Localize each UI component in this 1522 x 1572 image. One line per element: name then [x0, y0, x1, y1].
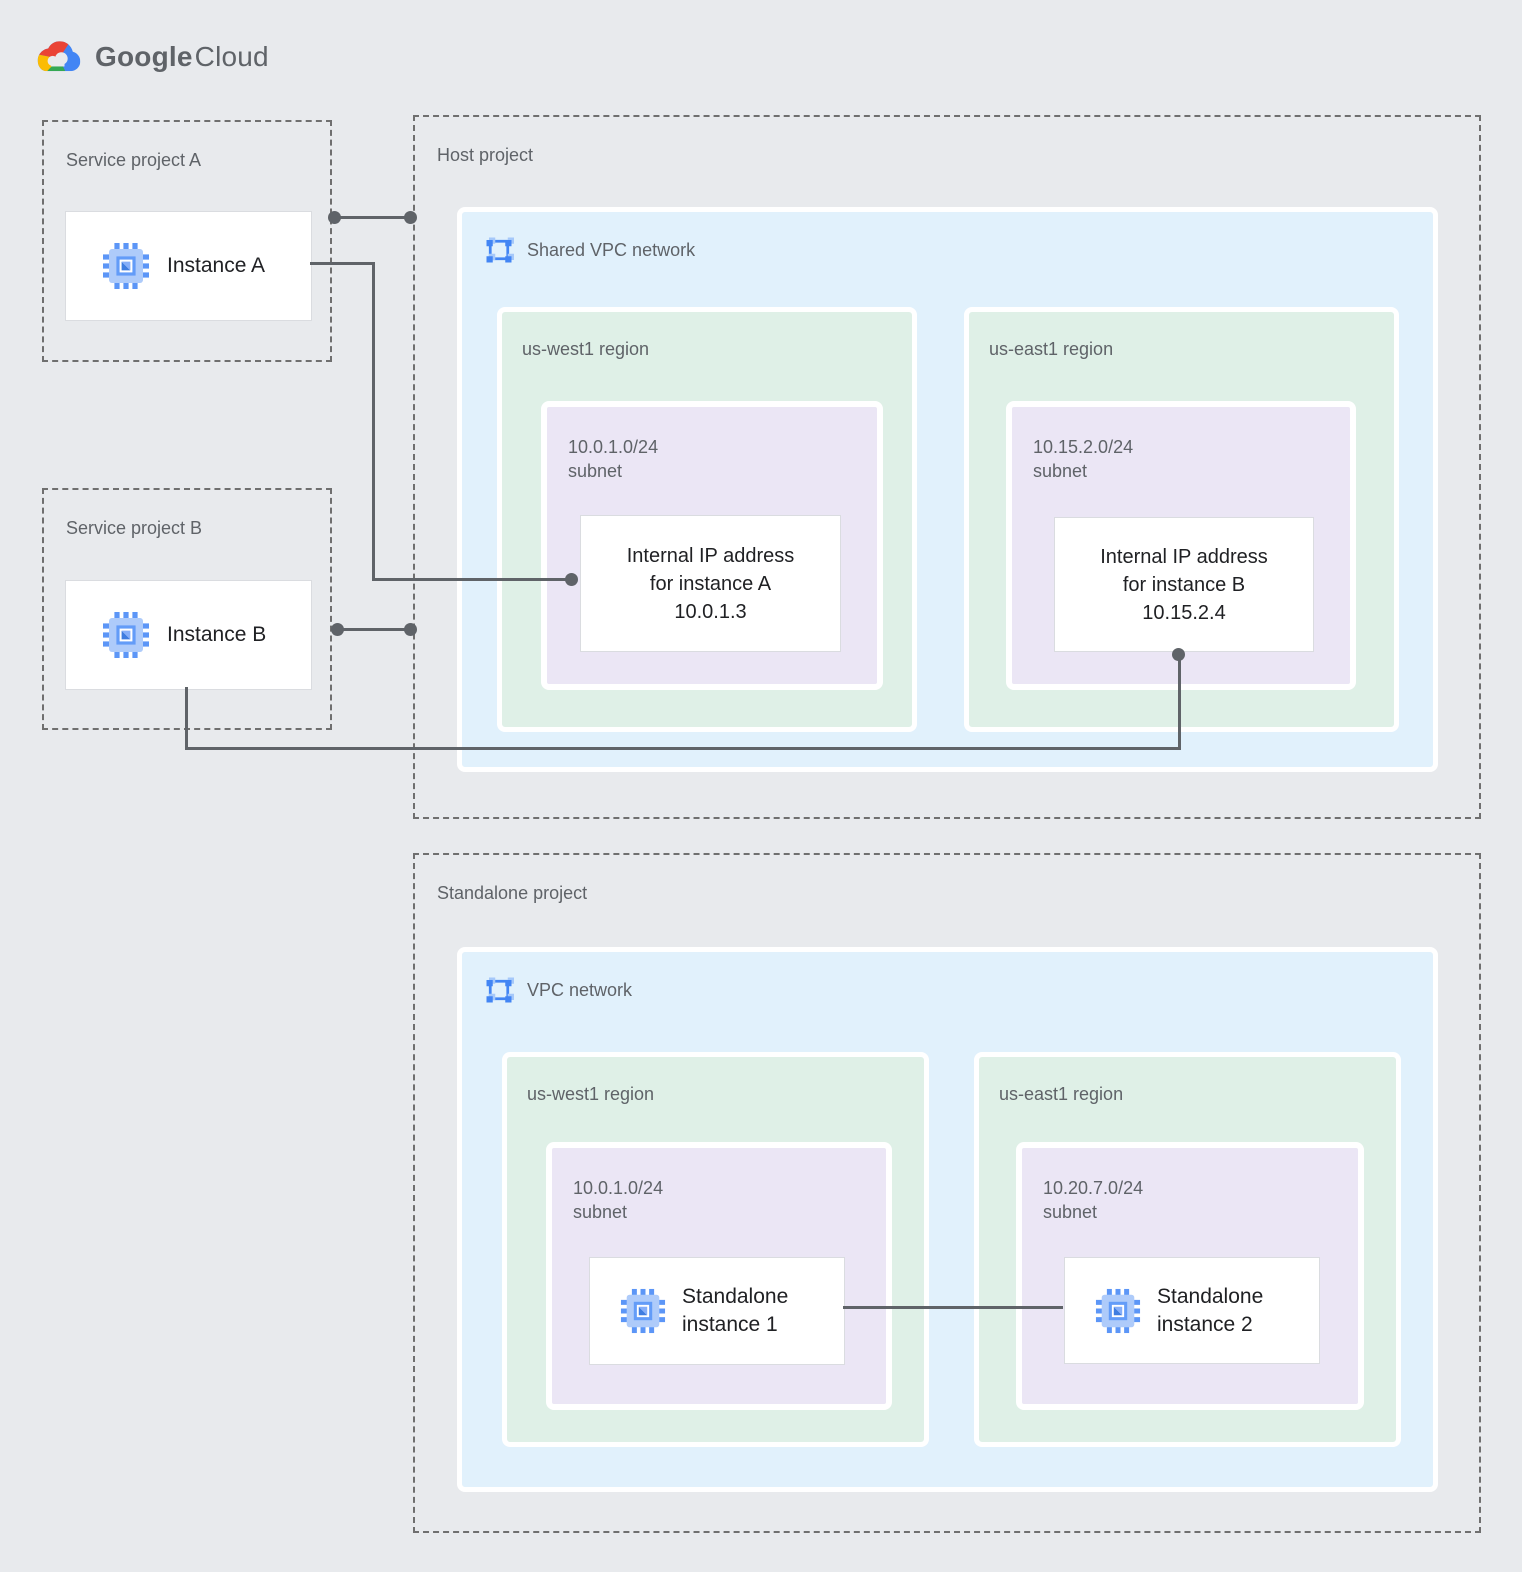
standalone-west-subnet-box: 10.0.1.0/24 subnet Standalone instance 1 [546, 1142, 892, 1410]
standalone-east-subnet-box: 10.20.7.0/24 subnet Standalone instance … [1016, 1142, 1364, 1410]
google-cloud-logo-icon [33, 36, 85, 78]
ip-card-line: Internal IP address [626, 544, 795, 567]
vpc-network-icon [485, 976, 514, 1004]
standalone-east-subnet-cidr: 10.20.7.0/24 [1043, 1178, 1144, 1198]
standalone-instance-2-label: Standalone instance 2 [1157, 1283, 1263, 1339]
internal-ip-instance-b-card: Internal IP address for instance B 10.15… [1054, 517, 1314, 652]
standalone-us-east1-region-box: us-east1 region 10.20.7.0/24 subnet Stan… [974, 1052, 1401, 1447]
host-project-title: Host project [437, 145, 534, 165]
standalone-east-subnet-word: subnet [1043, 1202, 1098, 1222]
standalone-instance-2-line: Standalone [1157, 1284, 1264, 1308]
host-us-east1-region-box: us-east1 region 10.15.2.0/24 subnet Inte… [964, 307, 1399, 732]
ip-card-line: for instance A [649, 572, 772, 595]
host-east-subnet-box: 10.15.2.0/24 subnet Internal IP address … [1006, 401, 1356, 690]
host-east-subnet-label: 10.15.2.0/24 subnet [1033, 435, 1133, 483]
host-us-east1-region-label: us-east1 region [989, 339, 1114, 359]
ip-card-line: 10.0.1.3 [674, 600, 747, 623]
connector-instance-b-to-ip-seg3 [1178, 655, 1181, 750]
standalone-east-subnet-label: 10.20.7.0/24 subnet [1043, 1176, 1143, 1224]
connector-standalone-1-to-2 [843, 1306, 1063, 1309]
connector-instance-b-to-ip-seg1 [185, 687, 188, 750]
standalone-west-subnet-cidr: 10.0.1.0/24 [573, 1178, 664, 1198]
connector-endpoint-dot [328, 211, 341, 224]
host-east-subnet-word: subnet [1033, 461, 1088, 481]
connector-service-b-to-host [338, 628, 412, 631]
host-us-west1-region-label: us-west1 region [522, 339, 650, 359]
ip-card-line: Internal IP address [1100, 545, 1268, 568]
standalone-instance-1-card: Standalone instance 1 [589, 1257, 845, 1365]
logo-brand-text: Google [95, 41, 193, 72]
host-west-subnet-label: 10.0.1.0/24 subnet [568, 435, 658, 483]
connector-endpoint-dot [404, 211, 417, 224]
vpc-network-icon [485, 236, 514, 264]
host-west-subnet-word: subnet [568, 461, 623, 481]
standalone-instance-2-card: Standalone instance 2 [1064, 1257, 1320, 1364]
standalone-us-west1-region-label: us-west1 region [527, 1084, 655, 1104]
instance-a-card: Instance A [65, 211, 312, 321]
shared-vpc-network-header: Shared VPC network [484, 235, 695, 265]
standalone-instance-2-line: instance 2 [1157, 1312, 1253, 1336]
connector-endpoint-dot [565, 573, 578, 586]
ip-card-line: 10.15.2.4 [1142, 601, 1226, 624]
connector-endpoint-dot [331, 623, 344, 636]
shared-vpc-network-label: Shared VPC network [527, 239, 696, 260]
instance-b-card: Instance B [65, 580, 312, 690]
standalone-instance-1-label: Standalone instance 1 [682, 1283, 788, 1339]
standalone-west-subnet-label: 10.0.1.0/24 subnet [573, 1176, 663, 1224]
google-cloud-logo: GoogleCloud [33, 36, 269, 78]
standalone-west-subnet-word: subnet [573, 1202, 628, 1222]
service-project-b-title: Service project B [66, 518, 203, 538]
shared-vpc-network-box: Shared VPC network us-west1 region 10.0.… [457, 207, 1438, 772]
vpc-network-header: VPC network [484, 975, 632, 1005]
standalone-project-title: Standalone project [437, 883, 588, 903]
service-project-a-title: Service project A [66, 150, 202, 170]
standalone-us-east1-region-label: us-east1 region [999, 1084, 1124, 1104]
connector-instance-a-to-ip-seg3 [372, 578, 572, 581]
compute-instance-icon [620, 1288, 666, 1334]
service-project-b-box: Service project B Instance B [42, 488, 332, 730]
host-east-subnet-cidr: 10.15.2.0/24 [1033, 437, 1134, 457]
connector-service-a-to-host [335, 216, 411, 219]
host-project-box: Host project Shared VPC network us-west1… [413, 115, 1481, 819]
host-west-subnet-box: 10.0.1.0/24 subnet Internal IP address f… [541, 401, 883, 690]
compute-instance-icon [103, 243, 149, 289]
compute-instance-icon [1095, 1288, 1141, 1333]
instance-a-label: Instance A [167, 254, 266, 277]
internal-ip-instance-a-card: Internal IP address for instance A 10.0.… [580, 515, 841, 652]
instance-b-label: Instance B [167, 623, 267, 646]
vpc-network-box: VPC network us-west1 region 10.0.1.0/24 … [457, 947, 1438, 1492]
compute-instance-icon [103, 612, 149, 658]
connector-endpoint-dot [1172, 648, 1185, 661]
vpc-network-label: VPC network [527, 979, 633, 1000]
standalone-us-west1-region-box: us-west1 region 10.0.1.0/24 subnet Stand… [502, 1052, 929, 1447]
standalone-project-box: Standalone project VPC network us-west1 … [413, 853, 1481, 1533]
connector-instance-b-to-ip-seg2 [185, 747, 1181, 750]
service-project-a-box: Service project A Instance A [42, 120, 332, 362]
connector-instance-a-to-ip-seg2 [372, 262, 375, 581]
logo-wordmark: GoogleCloud [95, 41, 269, 73]
standalone-instance-1-line: instance 1 [682, 1313, 778, 1336]
ip-card-line: for instance B [1122, 573, 1246, 596]
connector-endpoint-dot [404, 623, 417, 636]
connector-instance-a-to-ip-seg1 [310, 262, 375, 265]
standalone-instance-1-line: Standalone [682, 1285, 789, 1308]
logo-product-text: Cloud [194, 41, 269, 72]
host-us-west1-region-box: us-west1 region 10.0.1.0/24 subnet Inter… [497, 307, 917, 732]
host-west-subnet-cidr: 10.0.1.0/24 [568, 437, 659, 457]
